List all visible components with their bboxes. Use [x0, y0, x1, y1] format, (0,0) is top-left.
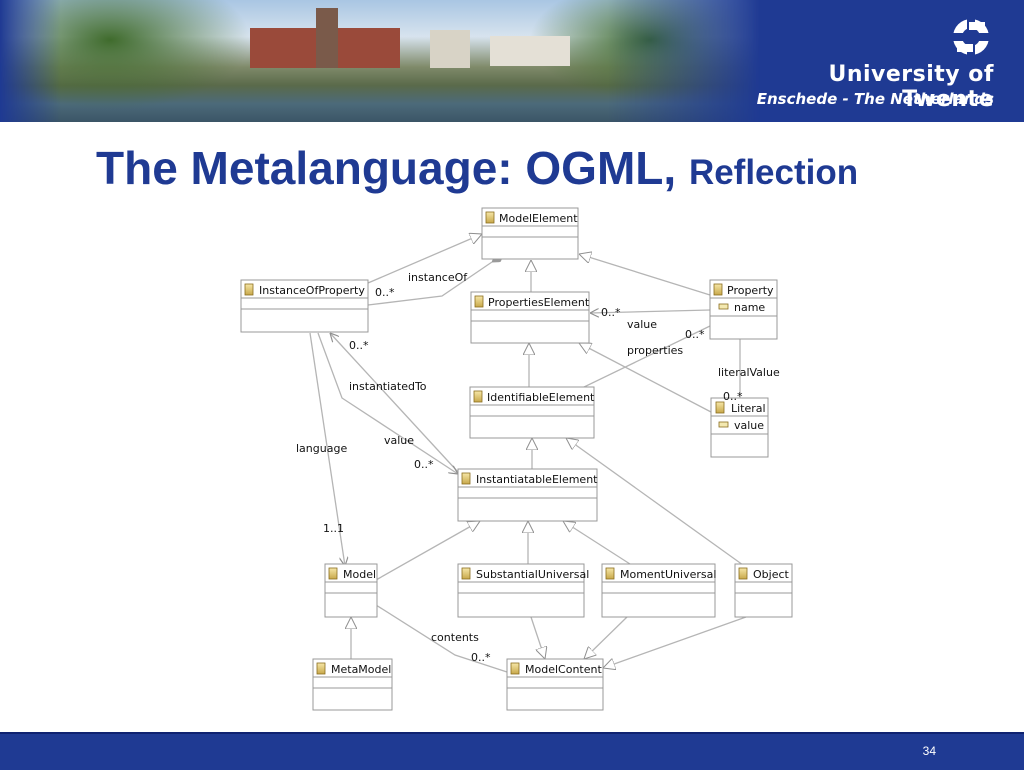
class-icon — [510, 662, 520, 675]
class-moment-universal: MomentUniversal — [601, 563, 716, 618]
footer-bar: 34 — [0, 732, 1024, 770]
generalization-substantial-modelcontent — [530, 616, 545, 659]
label-value-prop: value — [627, 318, 657, 331]
class-name: Object — [753, 568, 790, 581]
class-name: ModelElement — [499, 212, 578, 225]
generalization-moment-modelcontent — [584, 616, 628, 659]
class-name: IdentifiableElement — [487, 391, 595, 404]
generalization-model-instantiatable — [375, 520, 480, 581]
class-name: MetaModel — [331, 663, 391, 676]
label-contents: contents — [431, 631, 479, 644]
label-mult-language: 1..1 — [323, 522, 344, 535]
campus-photo — [0, 0, 760, 122]
generalization-instanceofproperty-modelelement — [367, 234, 482, 284]
association-contents — [376, 605, 508, 673]
class-icon — [738, 567, 748, 580]
class-name: InstantiatableElement — [476, 473, 598, 486]
label-mult-instance-of: 0..* — [375, 286, 395, 299]
generalization-object-identifiable — [566, 438, 744, 566]
class-name: Literal — [731, 402, 766, 415]
label-value-inst: value — [384, 434, 414, 447]
class-model-content: ModelContent — [506, 658, 604, 711]
class-instantiatable-element: InstantiatableElement — [457, 468, 598, 522]
title-text: The Metalanguage: OGML, — [96, 142, 677, 194]
slide-title: The Metalanguage: OGML, Reflection — [96, 140, 858, 201]
class-object: Object — [734, 563, 793, 618]
class-icon — [316, 662, 326, 675]
class-name: Property — [727, 284, 774, 297]
class-icon — [461, 472, 471, 485]
association-value-instance — [317, 332, 458, 474]
relationship-lines — [309, 234, 747, 673]
class-name: InstanceOfProperty — [259, 284, 365, 297]
class-model: Model — [324, 563, 378, 618]
association-instantiatedto — [330, 333, 459, 473]
association-language — [309, 332, 345, 566]
class-instance-of-property: InstanceOfProperty — [240, 279, 369, 333]
class-name: ModelContent — [525, 663, 602, 676]
class-properties-element: PropertiesElement — [470, 291, 590, 344]
class-icon — [244, 283, 254, 296]
label-mult-value-inst: 0..* — [414, 458, 434, 471]
class-identifiable-element: IdentifiableElement — [469, 386, 595, 439]
class-icon — [473, 390, 483, 403]
class-name: PropertiesElement — [488, 296, 590, 309]
class-icon — [485, 211, 495, 224]
label-mult-value-prop: 0..* — [601, 306, 621, 319]
class-property: Property name — [709, 279, 778, 340]
class-icon — [713, 283, 723, 296]
class-literal: Literal value — [710, 397, 769, 458]
label-mult-properties: 0..* — [685, 328, 705, 341]
generalization-moment-instantiatable — [563, 521, 631, 565]
generalization-property-modelelement — [579, 254, 711, 296]
label-instance-of: instanceOf — [408, 271, 468, 284]
class-meta-model: MetaModel — [312, 658, 393, 711]
label-mult-literal-value: 0..* — [723, 390, 743, 403]
class-name: SubstantialUniversal — [476, 568, 589, 581]
page-number: 34 — [922, 744, 936, 758]
attribute-icon — [718, 303, 729, 310]
header-banner: University of Twente Enschede - The Neth… — [0, 0, 1024, 122]
generalization-literal-propertieselement — [579, 342, 712, 413]
uml-class-diagram: ModelElement InstanceOfProperty Properti… — [240, 207, 793, 711]
class-model-element: ModelElement — [481, 207, 579, 260]
university-location: Enschede - The Netherlands — [756, 90, 994, 108]
association-instanceof — [367, 262, 492, 306]
attribute-name: value — [734, 419, 764, 432]
attribute-name: name — [734, 301, 765, 314]
title-subtitle: Reflection — [688, 153, 859, 192]
label-properties: properties — [627, 344, 683, 357]
label-mult-contents: 0..* — [471, 651, 491, 664]
association-value-property-propertieselement — [590, 310, 711, 313]
class-name: MomentUniversal — [620, 568, 716, 581]
class-icon — [461, 567, 471, 580]
class-icon — [474, 295, 484, 308]
university-logo — [950, 16, 992, 58]
label-literal-value: literalValue — [718, 366, 780, 379]
class-name: Model — [343, 568, 376, 581]
university-name: University of Twente — [828, 62, 994, 112]
class-substantial-universal: SubstantialUniversal — [457, 563, 589, 618]
relationship-labels: instanceOf 0..* 0..* value 0..* properti… — [296, 271, 780, 664]
label-mult-instantiated-to: 0..* — [349, 339, 369, 352]
class-icon — [715, 401, 725, 414]
generalization-object-modelcontent — [603, 616, 747, 668]
attribute-icon — [718, 421, 729, 428]
label-language: language — [296, 442, 347, 455]
class-icon — [328, 567, 338, 580]
label-instantiated-to: instantiatedTo — [349, 380, 427, 393]
association-properties — [582, 325, 711, 388]
class-icon — [605, 567, 615, 580]
